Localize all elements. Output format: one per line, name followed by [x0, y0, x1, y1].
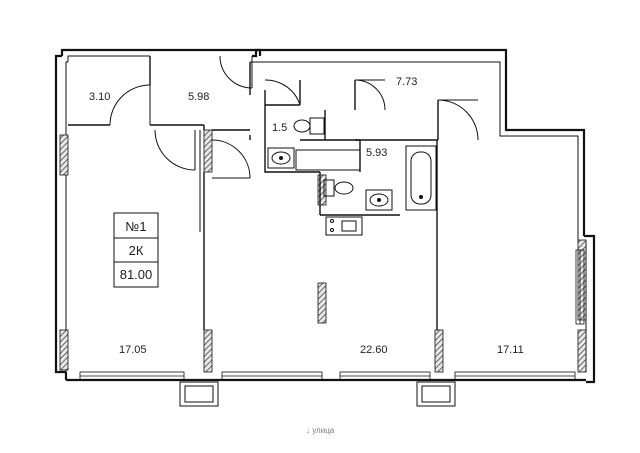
toilet-icon: [293, 117, 325, 135]
fixtures: [267, 117, 437, 236]
bathtub-icon: [405, 145, 437, 211]
doors: [109, 55, 479, 232]
room-area-living-room: 22.60: [360, 344, 388, 356]
street-label: улица: [312, 426, 335, 435]
apartment-rooms: 2К: [129, 243, 144, 258]
room-area-corridor: 7.73: [396, 76, 417, 88]
toilet-icon: [323, 179, 354, 197]
interior-walls: [68, 56, 439, 330]
room-area-bathroom: 5.93: [366, 147, 387, 159]
apartment-area: 81.00: [120, 267, 153, 282]
sink-icon: [365, 189, 393, 211]
balconies: [179, 381, 456, 407]
apartment-number: №1: [125, 219, 146, 234]
sink-icon: [267, 147, 295, 169]
room-area-bedroom: 17.11: [497, 344, 524, 356]
room-area-storage: 3.10: [89, 91, 110, 103]
apartment-info-box: №1 2К 81.00: [113, 212, 159, 288]
room-area-wc: 1.5: [272, 122, 287, 134]
arrow-down-icon: ↓: [306, 426, 310, 435]
outer-walls: [54, 48, 596, 384]
structural-columns: [59, 129, 587, 373]
windows: [79, 249, 585, 381]
outer-walls-inner: [65, 55, 587, 372]
stove-icon: [325, 216, 363, 236]
street-indicator: ↓ улица: [306, 426, 334, 435]
room-area-living-kitchen: 17.05: [119, 344, 147, 356]
room-area-hall: 5.98: [188, 91, 209, 103]
